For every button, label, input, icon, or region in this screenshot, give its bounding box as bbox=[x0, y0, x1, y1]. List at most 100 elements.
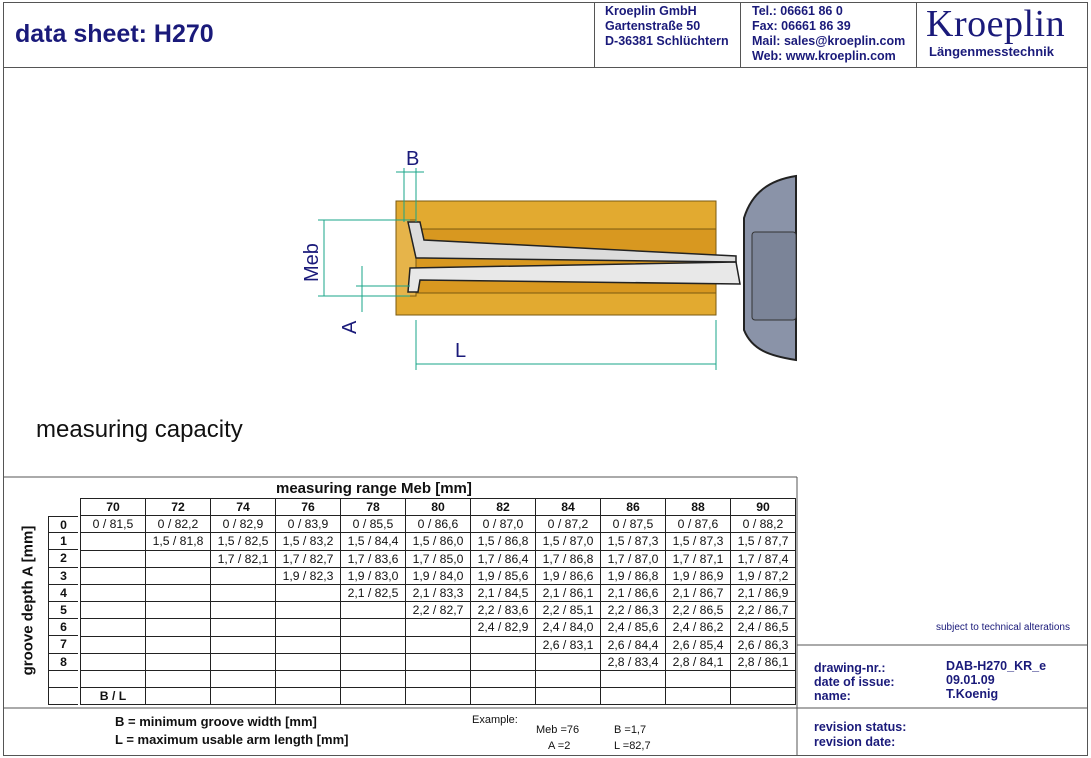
table-cell: 1,7 / 82,1 bbox=[210, 549, 276, 568]
table-cell: 2,1 / 84,5 bbox=[470, 583, 536, 603]
revision-status-label: revision status: bbox=[814, 720, 907, 734]
groove-depth-value: 3 bbox=[48, 567, 78, 585]
company-address: Kroeplin GmbH Gartenstraße 50 D-36381 Sc… bbox=[605, 4, 729, 49]
column-header: 74 bbox=[210, 497, 276, 517]
groove-depth-value: 5 bbox=[48, 601, 78, 620]
dim-label-meb: Meb bbox=[301, 243, 323, 282]
table-cell: 1,7 / 87,4 bbox=[730, 549, 796, 568]
table-header-row: 70 72 74 76 78 80 82 84 86 88 90 bbox=[78, 497, 796, 517]
table-cell: 1,5 / 87,3 bbox=[600, 532, 666, 551]
table-cell bbox=[210, 583, 276, 603]
table-cell bbox=[80, 618, 146, 637]
name-label: name: bbox=[814, 689, 851, 703]
table-cell: 1,5 / 81,8 bbox=[145, 532, 211, 551]
table-cell bbox=[405, 652, 471, 671]
table-cell: 2,4 / 85,6 bbox=[600, 618, 666, 637]
groove-depth-value: 7 bbox=[48, 636, 78, 654]
title-cell: data sheet: H270 bbox=[3, 2, 595, 67]
table-cell bbox=[80, 635, 146, 654]
groove-depth-value bbox=[48, 687, 78, 706]
column-header: 80 bbox=[405, 497, 471, 517]
company-name: Kroeplin GmbH bbox=[605, 4, 697, 18]
groove-depth-label: groove depth A [mm] bbox=[19, 525, 37, 676]
table-cell bbox=[145, 652, 211, 671]
table-cell bbox=[340, 601, 406, 620]
company-logo: Kroeplin bbox=[926, 2, 1065, 46]
capacity-heading: measuring capacity bbox=[36, 416, 243, 443]
table-cell: 1,5 / 87,3 bbox=[665, 532, 731, 551]
table-cell bbox=[340, 652, 406, 671]
table-cell bbox=[275, 583, 341, 603]
table-cell: 1,7 / 86,4 bbox=[470, 549, 536, 568]
table-cell bbox=[210, 601, 276, 620]
table-cell bbox=[80, 583, 146, 603]
table-cell bbox=[340, 687, 406, 706]
table-cell: 2,1 / 86,6 bbox=[600, 583, 666, 603]
contact-mail[interactable]: Mail: sales@kroeplin.com bbox=[752, 34, 906, 48]
table-cell bbox=[210, 669, 276, 689]
table-cell bbox=[470, 669, 536, 689]
table-cell bbox=[535, 652, 601, 671]
table-cell: 0 / 88,2 bbox=[730, 515, 796, 534]
table-cell: 1,5 / 86,0 bbox=[405, 532, 471, 551]
table-cell: 1,7 / 82,7 bbox=[275, 549, 341, 568]
contact-web[interactable]: Web: www.kroeplin.com bbox=[752, 49, 896, 63]
table-cell bbox=[275, 652, 341, 671]
dim-label-l: L bbox=[455, 340, 466, 362]
table-cell: 2,4 / 86,5 bbox=[730, 618, 796, 637]
table-cell: 1,9 / 86,8 bbox=[600, 566, 666, 585]
table-cell: 2,6 / 86,3 bbox=[730, 635, 796, 654]
contact-cell: Tel.: 06661 86 0 Fax: 06661 86 39 Mail: … bbox=[741, 2, 917, 67]
table-cell: 2,4 / 86,2 bbox=[665, 618, 731, 637]
table-cell: 2,6 / 85,4 bbox=[665, 635, 731, 654]
drawing-nr-value: DAB-H270_KR_e bbox=[946, 659, 1047, 673]
dim-label-a: A bbox=[339, 320, 361, 334]
table-cell bbox=[470, 635, 536, 654]
table-cell: 0 / 86,6 bbox=[405, 515, 471, 534]
table-cell bbox=[210, 618, 276, 637]
table-row bbox=[78, 669, 796, 689]
issue-date-value: 09.01.09 bbox=[946, 673, 995, 687]
column-header: 90 bbox=[730, 497, 796, 517]
column-header: 88 bbox=[665, 497, 731, 517]
groove-depth-value: 6 bbox=[48, 619, 78, 637]
table-cell bbox=[405, 618, 471, 637]
table-cell: 2,4 / 82,9 bbox=[470, 618, 536, 637]
technical-drawing: B Meb A L bbox=[301, 148, 797, 370]
table-cell bbox=[470, 687, 536, 706]
groove-depth-value: 0 bbox=[48, 516, 78, 534]
table-cell: 2,4 / 84,0 bbox=[535, 618, 601, 637]
table-cell: 1,9 / 83,0 bbox=[340, 566, 406, 585]
company-cell: Kroeplin GmbH Gartenstraße 50 D-36381 Sc… bbox=[595, 2, 741, 67]
table-cell: 1,9 / 85,6 bbox=[470, 566, 536, 585]
groove-depth-value: 8 bbox=[48, 653, 78, 671]
column-header: 86 bbox=[600, 497, 666, 517]
table-cell: 0 / 87,0 bbox=[470, 515, 536, 534]
table-cell bbox=[730, 669, 796, 689]
table-cell: 0 / 81,5 bbox=[80, 515, 146, 534]
table-cell: 1,7 / 87,1 bbox=[665, 549, 731, 568]
table-cell bbox=[80, 566, 146, 585]
dim-label-b: B bbox=[406, 148, 419, 170]
table-cell: 2,2 / 83,6 bbox=[470, 601, 536, 620]
table-cell: 0 / 87,5 bbox=[600, 515, 666, 534]
table-cell: 2,6 / 84,4 bbox=[600, 635, 666, 654]
legend-b: B = minimum groove width [mm] bbox=[115, 714, 317, 729]
groove-depth-value: 4 bbox=[48, 584, 78, 602]
table-cell bbox=[275, 635, 341, 654]
table-cell: 1,9 / 82,3 bbox=[275, 566, 341, 585]
table-cell bbox=[470, 652, 536, 671]
company-city: D-36381 Schlüchtern bbox=[605, 34, 729, 48]
page-frame bbox=[3, 2, 1088, 756]
table-cell: 1,7 / 85,0 bbox=[405, 549, 471, 568]
column-header: 72 bbox=[145, 497, 211, 517]
table-cell: 2,2 / 85,1 bbox=[535, 601, 601, 620]
table-row: B / L bbox=[78, 687, 796, 706]
table-cell: 2,8 / 86,1 bbox=[730, 652, 796, 671]
table-cell bbox=[210, 635, 276, 654]
table-cell bbox=[145, 635, 211, 654]
